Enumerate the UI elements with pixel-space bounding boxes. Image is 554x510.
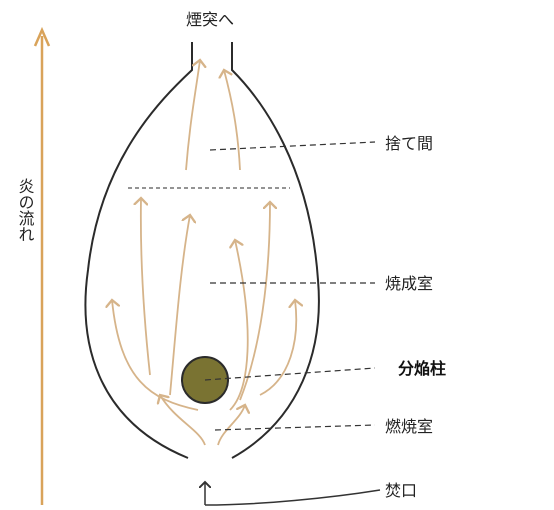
chimney-label: 煙突へ	[186, 10, 234, 29]
flame-flow-label: 炎の流れ	[16, 178, 35, 242]
combustion-chamber-label: 燃焼室	[385, 417, 433, 436]
firing-chamber-label: 焼成室	[385, 274, 433, 293]
leader-pillar	[204, 367, 376, 381]
leader-combustion	[214, 424, 376, 431]
leader-lines	[204, 141, 376, 431]
flame-flow-arrow	[33, 26, 51, 505]
firebox-mouth-label: 焚口	[385, 481, 417, 500]
flame-divider-pillar-label: 分焔柱	[398, 359, 446, 378]
firebox-inlet-arrow	[205, 482, 381, 506]
flame-arrows	[112, 60, 296, 446]
leader-sutema	[209, 141, 376, 151]
kiln-outline	[84, 42, 320, 459]
sutema-label: 捨て間	[385, 134, 433, 153]
